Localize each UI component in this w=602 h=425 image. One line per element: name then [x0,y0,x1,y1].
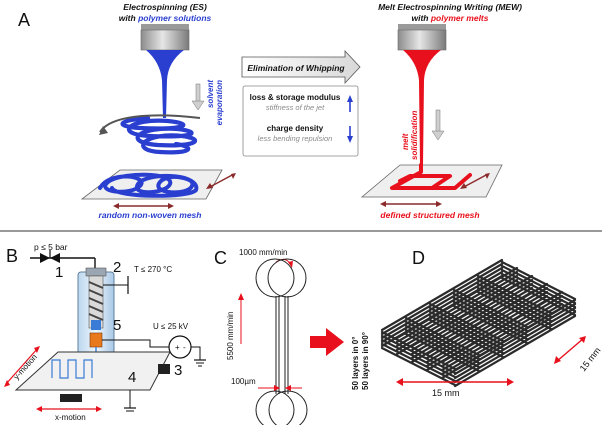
es-setup: Electrospinning (ES) with polymer soluti… [80,2,236,220]
syringe-top [85,267,107,277]
es-whipping-coil [120,115,197,155]
mew-process-label-1: melt [401,133,410,150]
elimination-label: Elimination of Whipping [247,63,345,73]
mew-process-label-2: solidification [410,111,419,160]
fibers-90-deg [380,258,577,388]
mew-subtitle: with polymer melts [412,13,489,23]
bottom-loop-left [255,390,295,425]
property-box [242,85,359,157]
center-comparison: Elimination of Whipping loss & storage m… [241,49,361,157]
speed-1-label: 1000 mm/min [239,248,287,257]
component-3: 3 [174,362,182,379]
scaffold-grid [380,258,577,388]
layers-90-label: 50 layers in 90° [361,332,370,390]
mew-collector [360,164,503,198]
spacing-label: 100µm [231,377,256,386]
es-whip-path [99,114,201,133]
elimination-arrow [241,49,361,85]
component-2: 2 [113,259,121,276]
es-nozzle-cap [141,24,189,31]
speed-1-arrowhead [288,261,293,268]
pressure-label: p ≤ 5 bar [34,242,68,252]
mew-setup: Melt Electrospinning Writing (MEW) with … [360,2,522,220]
layers-0-label: 50 layers in 0° [351,337,360,390]
es-evap-arrow-head [191,100,205,111]
speed-2-label: 5500 mm/min [226,312,235,360]
es-title: Electrospinning (ES) [123,2,207,12]
panel-b-label: B [6,246,18,266]
es-subtitle: with polymer solutions [119,13,212,23]
nozzle-tip [89,332,103,348]
mew-jet [403,50,441,165]
dim-y-arrow [555,337,585,363]
es-motion-arrow-y-heads [206,173,236,189]
temperature-label: T ≤ 270 °C [134,265,172,274]
es-process-label-2: evaporation [215,80,224,125]
component-5: 5 [113,317,121,334]
es-motion-arrow-y [207,173,235,189]
mew-caption: defined structured mesh [380,210,479,220]
spacing-arrowhead-left [274,385,280,391]
es-nozzle [140,29,190,51]
c-to-d-arrow [310,328,344,356]
hv-wire-nozzle [102,339,169,348]
mew-structured-path [390,163,472,190]
panel-c-label: C [214,248,227,268]
component-1: 1 [55,264,63,281]
y-motion-arrow-heads [4,346,40,387]
hv-source [168,335,192,359]
mew-nozzle-cap [398,24,446,31]
mew-motion-arrow-y [461,173,489,189]
es-jet [146,50,184,118]
panel-d: D 50 layers in 0° 50 layers in 90° [351,248,602,398]
mew-title: Melt Electrospinning Writing (MEW) [378,2,522,12]
es-random-mesh [98,172,199,198]
es-caption: random non-woven mesh [99,210,202,220]
top-loop-left [255,258,295,298]
mew-nozzle [397,29,447,51]
polymer-melt [91,320,101,330]
dim-x-label: 15 mm [432,388,460,398]
es-whip-arrowhead [99,126,108,135]
y-stage-block [158,364,170,374]
panel-c: C 1000 mm/min 5500 mm/min 100µm [214,248,344,425]
dim-y-label: 15 mm [578,345,602,373]
b-printed-pattern [51,359,93,379]
mew-solid-arrow-head [431,130,445,141]
dim-y-arrowheads [554,336,586,364]
y-motion-arrow [5,347,39,385]
component-4: 4 [128,369,136,386]
mew-motion-arrow-y-heads [460,173,490,189]
es-process-label-1: solvent [206,80,215,108]
panel-a-label: A [18,10,30,30]
box1-subtitle: stiffness of the jet [266,103,325,112]
top-loop-right [267,258,307,298]
panel-b: B p ≤ 5 bar T ≤ 270 °C U ≤ 25 kV 1 5 2 +… [4,242,206,422]
hv-minus: - [183,343,186,352]
mew-solid-arrow-shaft [435,109,441,133]
hv-wire-ground [191,346,201,360]
b-collector-plate [14,351,171,391]
hv-plus: + [175,343,180,352]
panel-d-label: D [412,248,425,268]
panel-a: A Electrospinning (ES) with polymer solu… [18,2,522,220]
box2-title: charge density [267,124,324,133]
box1-up-arrow-head [347,95,353,102]
spacing-arrowhead-right [285,385,291,391]
heating-coil [88,281,104,321]
voltage-label: U ≤ 25 kV [153,322,189,331]
x-stage-block [60,394,82,402]
box2-subtitle: less bending repulsion [258,134,333,143]
bottom-loop-right [268,390,308,425]
x-motion-label: x-motion [55,413,86,422]
speed-2-arrowhead [238,293,244,300]
box1-title: loss & storage modulus [250,93,341,102]
es-evap-arrow-shaft [195,83,201,103]
box2-down-arrow-head [347,136,353,143]
